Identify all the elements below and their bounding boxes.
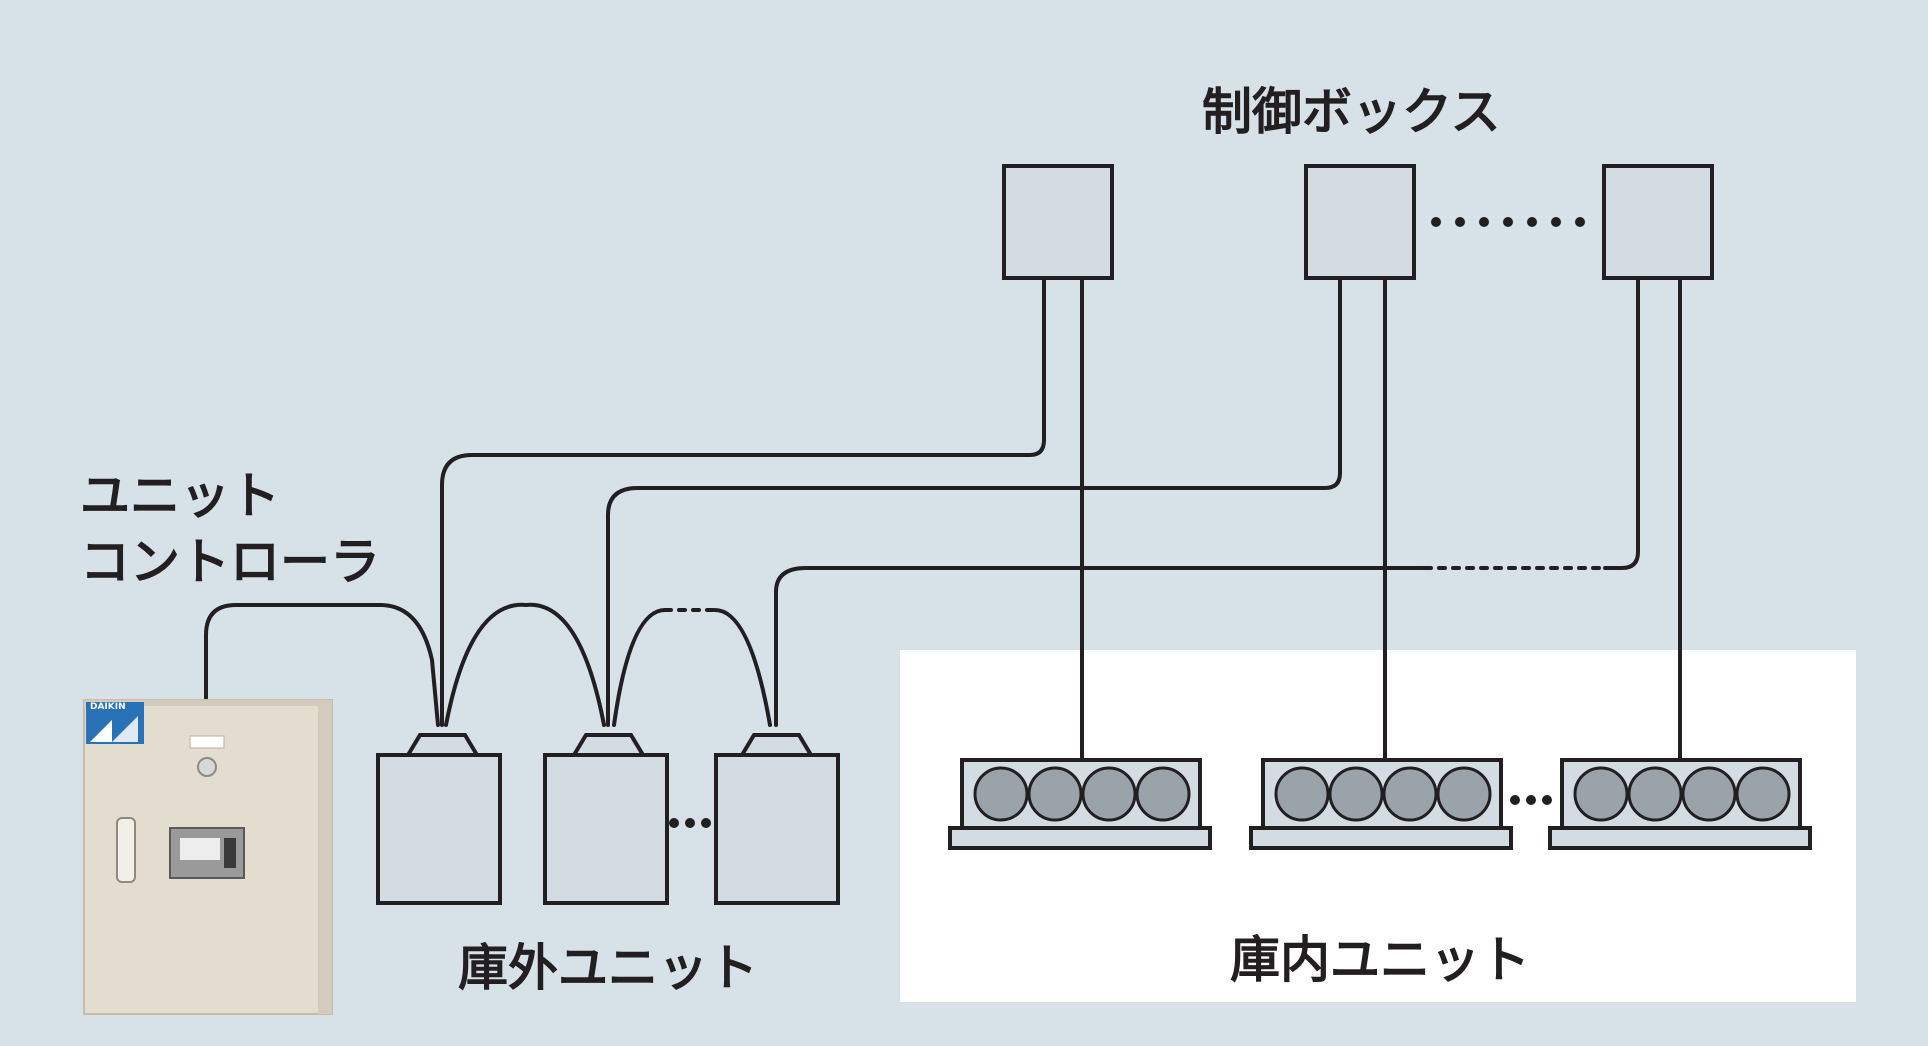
label-control-box: 制御ボックス (1202, 83, 1501, 141)
daikin-logo-icon (86, 702, 144, 744)
indoor-unit-1 (948, 758, 1212, 850)
unit-controller-cabinet (83, 699, 333, 1015)
control-box-2 (1304, 164, 1416, 280)
outdoor-unit-3 (714, 733, 840, 905)
control-box-ellipsis (1431, 217, 1585, 227)
wiring (204, 276, 1682, 762)
label-unit-controller-line1: ユニット (80, 467, 280, 525)
label-unit-controller-line2: コントローラ (80, 533, 380, 591)
cabinet-handle (116, 817, 136, 883)
brand-mark: DAIKIN (90, 702, 126, 712)
control-box-3 (1602, 164, 1714, 280)
label-outdoor-unit: 庫外ユニット (458, 939, 758, 997)
indicator-window (189, 735, 225, 749)
outdoor-unit-1 (376, 733, 502, 905)
control-box-1 (1002, 164, 1114, 280)
indoor-unit-3 (1548, 758, 1812, 850)
indoor-unit-2 (1249, 758, 1513, 850)
outdoor-unit-ellipsis (669, 818, 711, 828)
label-indoor-unit: 庫内ユニット (1230, 931, 1530, 989)
indoor-unit-ellipsis (1510, 795, 1552, 805)
outdoor-unit-2 (543, 733, 669, 905)
pilot-lamp (197, 757, 217, 777)
